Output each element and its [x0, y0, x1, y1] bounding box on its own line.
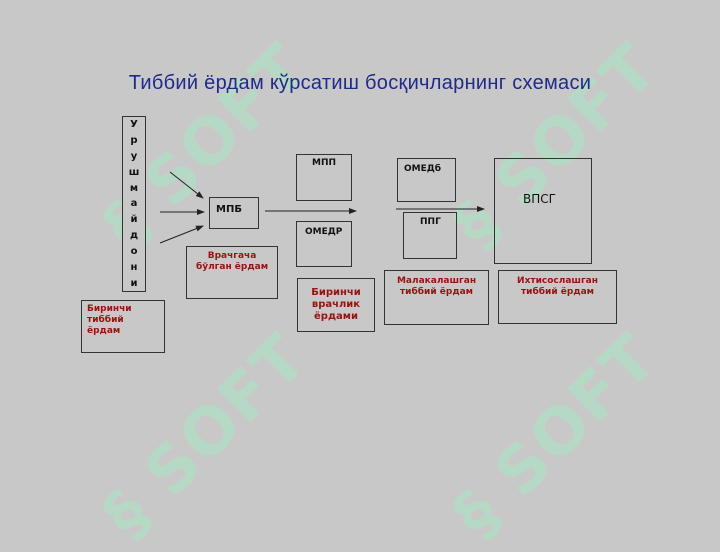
arrow-upper [169, 171, 204, 199]
battlefield-letter: и [130, 277, 138, 289]
caption-pre-doctor-aid: Врачгача бўлган ёрдам [186, 246, 278, 299]
vpsg-label: ВПСГ [523, 192, 556, 206]
caption-specialized-aid: Ихтисослашган тиббий ёрдам [498, 270, 617, 324]
battlefield-letter: м [129, 182, 139, 194]
battlefield-letter: н [130, 262, 138, 274]
mpp-label: МПП [312, 158, 337, 168]
caption-first-doctor-aid: Биринчи врачлик ёрдами [297, 278, 375, 332]
battlefield-letter: р [130, 134, 138, 146]
arrow-lower [159, 225, 204, 244]
battlefield-letter: й [130, 214, 138, 226]
battlefield-letter: у [130, 150, 138, 162]
battlefield-letter: д [129, 230, 139, 242]
mpb-box [209, 197, 259, 229]
mpp-box [296, 154, 352, 201]
diagram-title: Тиббий ёрдам кўрсатиш босқичларнинг схем… [128, 72, 592, 94]
ppg-label: ППГ [420, 217, 441, 227]
omedr-label: ОМЕДР [305, 227, 343, 237]
vpsg-box [494, 158, 592, 264]
omedr-box [296, 221, 352, 267]
caption-qualified-aid: Малакалашган тиббий ёрдам [384, 270, 489, 325]
battlefield-letter: о [130, 246, 138, 258]
battlefield-letter: а [130, 198, 138, 210]
omedb-box [397, 158, 456, 202]
battlefield-letter: У [130, 119, 138, 130]
ppg-box [403, 212, 457, 259]
battlefield-letter: ш [128, 166, 140, 178]
caption-first-medical-aid: Биринчи тиббий ёрдам [81, 300, 165, 353]
arrows [159, 171, 485, 244]
omedb-label: ОМЕДб [404, 164, 442, 174]
mpb-label: МПБ [216, 204, 242, 215]
